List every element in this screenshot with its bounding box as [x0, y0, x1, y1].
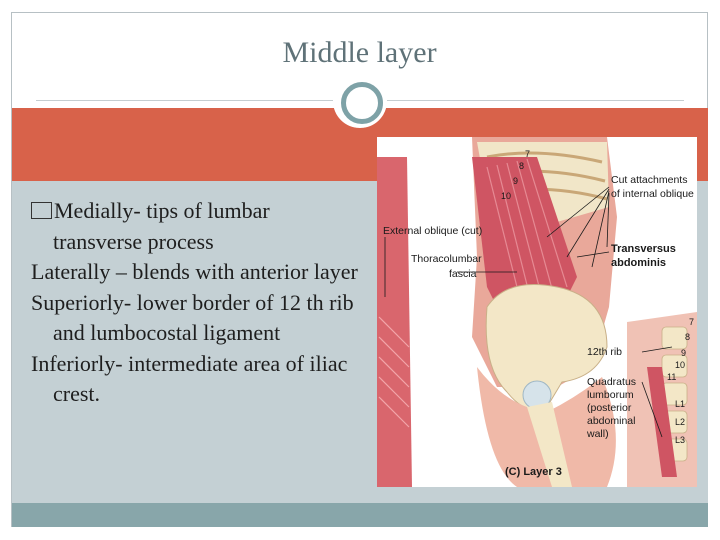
- slide-title: Middle layer: [282, 36, 437, 69]
- label-abdominis: abdominis: [611, 257, 666, 269]
- quadratus-muscle: [647, 367, 677, 477]
- rib-number: 8: [519, 161, 524, 171]
- pelvis-bone: [485, 284, 608, 411]
- rib-number: 9: [513, 176, 518, 186]
- rib-number: 8: [685, 332, 690, 342]
- label-wall: wall): [586, 428, 609, 440]
- lumbar-label: L3: [675, 435, 685, 445]
- label-thoracolumbar: Thoracolumbar: [411, 253, 482, 265]
- list-item: Inferiorly- intermediate area of iliac c…: [31, 350, 348, 407]
- lumbar-label: L1: [675, 399, 685, 409]
- rib-number: 10: [501, 191, 511, 201]
- label-abdominal: abdominal: [587, 415, 635, 427]
- circle-ornament: [341, 82, 383, 124]
- inset-muscle-left: [377, 157, 412, 487]
- bullet-icon: [31, 202, 52, 219]
- figure-caption: (C) Layer 3: [505, 466, 562, 478]
- rib-number: 11: [667, 372, 676, 382]
- label-12th-rib: 12th rib: [587, 346, 622, 358]
- label-internal-oblique: of internal oblique: [611, 188, 694, 200]
- anatomy-figure: Cut attachments of internal oblique Exte…: [377, 137, 697, 487]
- list-item: Laterally – blends with anterior layer: [31, 259, 358, 284]
- footer-strip: [12, 503, 708, 527]
- label-external-oblique: External oblique (cut): [383, 225, 482, 237]
- label-quadratus: Quadratus: [587, 376, 636, 388]
- list-item: Medially- tips of lumbar transverse proc…: [31, 196, 361, 257]
- label-lumborum: lumborum: [587, 389, 634, 401]
- label-cut-attachments: Cut attachments: [611, 174, 687, 186]
- body-text: Medially- tips of lumbar transverse proc…: [31, 196, 361, 410]
- label-transversus: Transversus: [611, 243, 676, 255]
- label-posterior: (posterior: [587, 402, 632, 414]
- rib-number: 10: [675, 360, 685, 370]
- femur-bone: [527, 402, 572, 487]
- list-item: Superiorly- lower border of 12 th rib an…: [31, 289, 354, 346]
- rib-number: 7: [525, 149, 530, 159]
- rib-number: 7: [689, 317, 694, 327]
- anatomy-illustration: Cut attachments of internal oblique Exte…: [377, 137, 697, 487]
- rib-number: 9: [681, 348, 686, 358]
- lumbar-label: L2: [675, 417, 685, 427]
- label-fascia: fascia: [449, 268, 477, 280]
